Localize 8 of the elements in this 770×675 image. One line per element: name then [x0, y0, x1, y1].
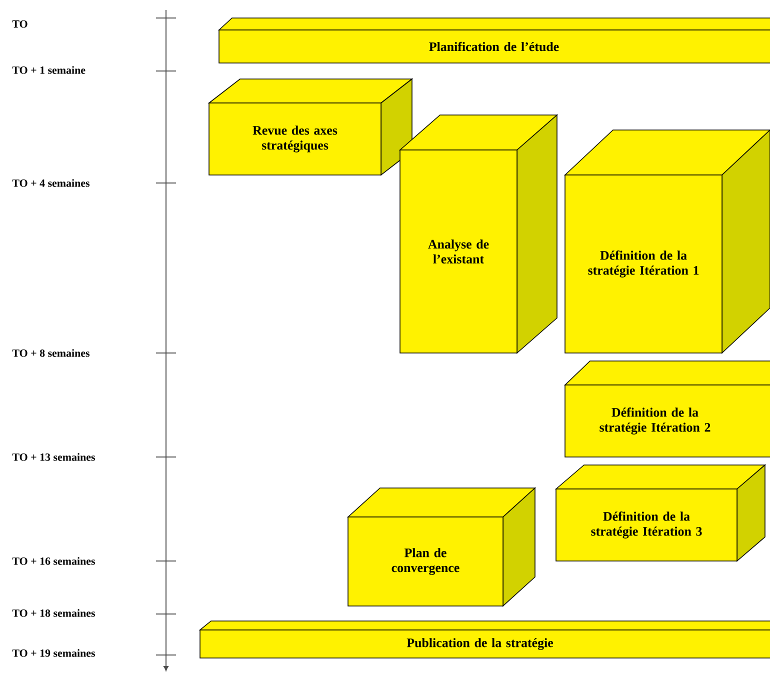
time-label: TO + 1 semaine — [12, 66, 86, 74]
time-label: TO — [12, 20, 28, 28]
time-label: TO + 4 semaines — [12, 179, 90, 187]
time-label: TO + 18 semaines — [12, 609, 95, 617]
time-label: TO + 8 semaines — [12, 349, 90, 357]
time-label: TO + 19 semaines — [12, 649, 95, 657]
time-label: TO + 16 semaines — [12, 557, 95, 565]
time-label: TO + 13 semaines — [12, 453, 95, 461]
